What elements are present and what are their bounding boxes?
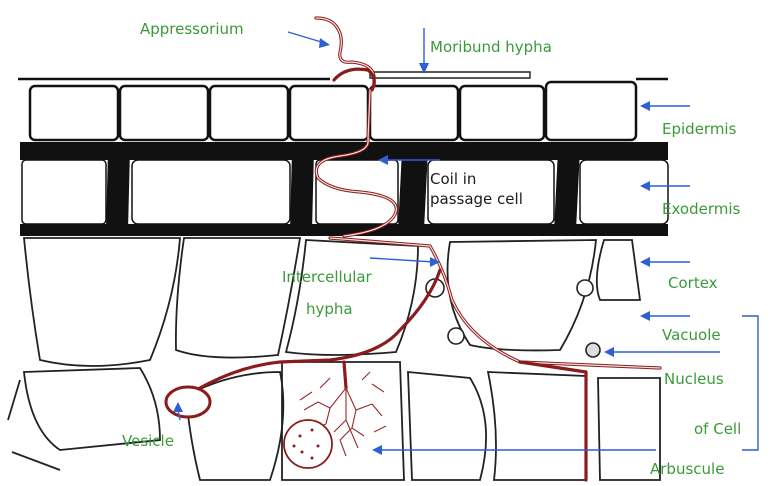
epidermis-layer <box>18 79 668 140</box>
label-of-cell: of Cell <box>694 420 741 438</box>
label-vacuole: Vacuole <box>662 326 721 344</box>
label-intercellular-line2: hypha <box>306 300 353 318</box>
fungal-hyphae <box>166 18 660 480</box>
label-vesicle: Vesicle <box>122 432 174 450</box>
label-cortex: Cortex <box>668 274 718 292</box>
moribund-hypha <box>370 72 530 78</box>
label-nucleus: Nucleus <box>664 370 724 388</box>
label-coil-line1: Coil in <box>430 170 476 188</box>
label-appressorium: Appressorium <box>140 20 244 38</box>
arbuscule <box>284 372 386 468</box>
label-exodermis: Exodermis <box>662 200 741 218</box>
label-epidermis: Epidermis <box>662 120 737 138</box>
label-coil-line2: passage cell <box>430 190 523 208</box>
label-moribund-hypha: Moribund hypha <box>430 38 552 56</box>
label-arbuscule: Arbuscule <box>650 460 724 478</box>
label-intercellular-line1: Intercellular <box>282 268 373 286</box>
